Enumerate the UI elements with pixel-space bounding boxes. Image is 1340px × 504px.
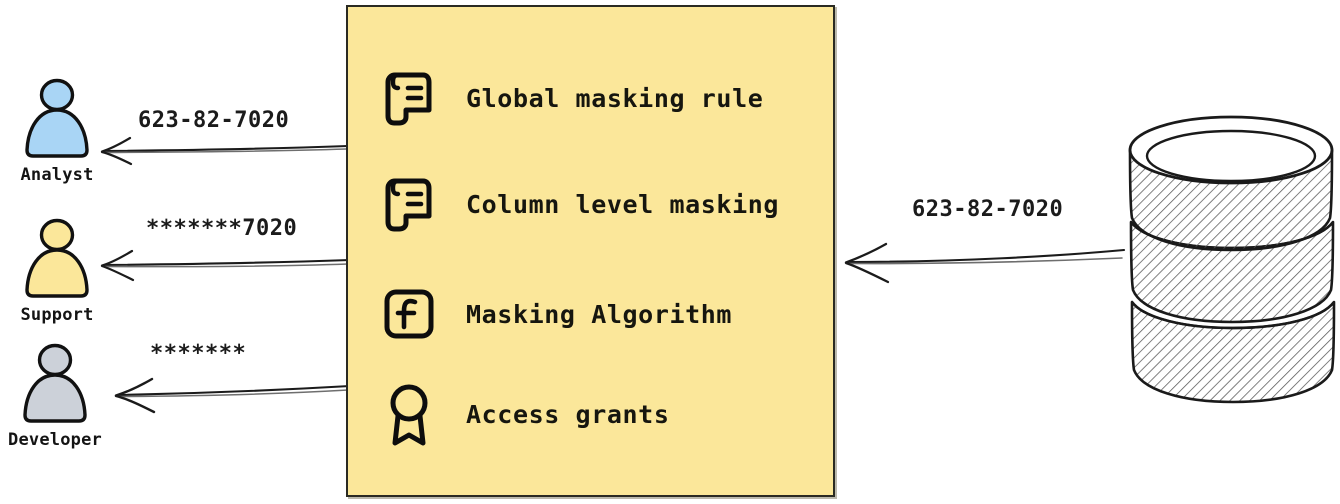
policy-item-label: Global masking rule (466, 83, 764, 113)
policy-item-access-grants[interactable]: Access grants (378, 379, 669, 449)
scroll-icon (378, 63, 440, 133)
person-icon (25, 218, 89, 298)
policy-panel: Global masking rule Column level masking (346, 5, 835, 497)
flow-label-to-support: *******7020 (146, 216, 298, 241)
arrow-from-database (844, 242, 1126, 284)
actor-label: Analyst (20, 165, 94, 185)
policy-item-label: Masking Algorithm (466, 299, 733, 329)
arrow-to-developer (114, 377, 352, 414)
award-ribbon-icon (378, 379, 440, 449)
person-icon (25, 78, 89, 158)
policy-item-column-level-masking[interactable]: Column level masking (378, 169, 779, 239)
policy-item-masking-algorithm[interactable]: Masking Algorithm (378, 279, 732, 349)
flow-label-to-analyst: 623-82-7020 (138, 108, 290, 133)
actor-label: Support (20, 305, 94, 325)
arrow-to-support (100, 249, 352, 282)
person-icon (23, 343, 87, 423)
flow-label-to-developer: ******* (150, 341, 247, 366)
scroll-icon (378, 169, 440, 239)
database-cylinder-icon[interactable] (1122, 112, 1340, 404)
policy-item-global-masking-rule[interactable]: Global masking rule (378, 63, 763, 133)
flow-label-from-database: 623-82-7020 (912, 197, 1064, 222)
actor-analyst[interactable]: Analyst (2, 78, 112, 185)
arrow-to-analyst (100, 136, 350, 166)
actor-label: Developer (8, 430, 102, 450)
actor-support[interactable]: Support (2, 218, 112, 325)
policy-item-label: Column level masking (466, 189, 780, 219)
actor-developer[interactable]: Developer (0, 343, 110, 450)
function-icon (378, 279, 440, 349)
policy-item-label: Access grants (466, 399, 670, 429)
